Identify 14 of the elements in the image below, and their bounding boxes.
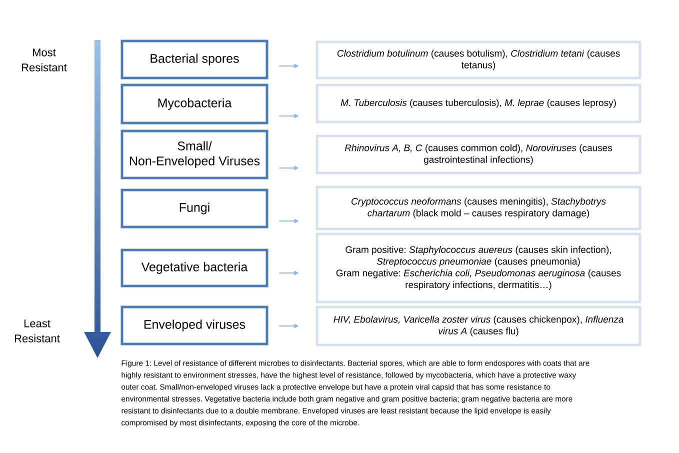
example-box: Clostridium botulinum (causes botulism), Clostridium tetani (causes tetanus)	[316, 40, 642, 80]
example-box: Cryptococcus neoformans (causes meningitis), Stachybotrys chartarum (black mold – causes respiratory damage)	[316, 186, 642, 230]
example-box: M. Tuberculosis (causes tuberculosis), M. leprae (causes leprosy)	[316, 84, 642, 124]
category-box: Fungi	[120, 188, 268, 228]
example-box: Rhinovirus A, B, C (causes common cold), Noroviruses (causes gastrointestinal infections)	[316, 134, 642, 174]
category-box: Vegetative bacteria	[120, 248, 268, 288]
example-box: HIV, Ebolavirus, Varicella zoster virus (causes chickenpox), Influenza virus A (causes flu)	[316, 306, 642, 346]
category-box: Enveloped viruses	[120, 306, 268, 346]
category-box: Small/ Non-Enveloped Viruses	[120, 130, 268, 180]
scale-label: Least Resistant	[14, 320, 60, 342]
scale-label: Most Resistant	[22, 48, 67, 72]
category-box: Mycobacteria	[120, 84, 268, 124]
example-box: Gram positive: Staphylococcus auereus (causes skin infection), Streptococcus pneumoniae (causes pneumonia) Gram negative: Escherichia coli, Pseudomonas aeruginosa (causes respiratory infections, dermatitis…)	[316, 232, 642, 304]
category-box: Bacterial spores	[120, 40, 268, 80]
